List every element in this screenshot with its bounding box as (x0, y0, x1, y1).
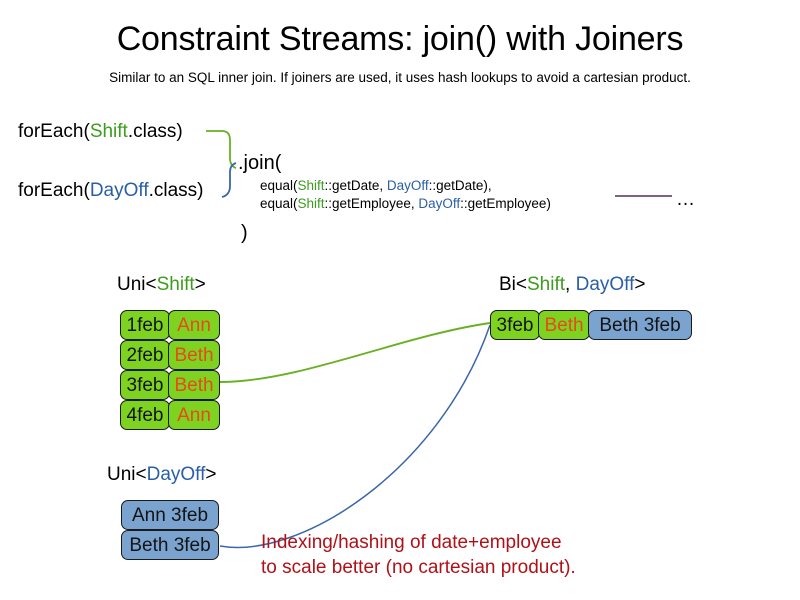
connector-dayoff-to-join (221, 162, 237, 198)
joiner-employee-call: equal( (260, 196, 298, 211)
bi-shift-employee-cell: Beth (538, 310, 590, 340)
bi-label-suffix: > (634, 274, 646, 295)
label-uni-shift: Uni<Shift> (117, 274, 206, 296)
shift-date-cell: 4feb (120, 400, 170, 430)
shift-employee-cell: Ann (168, 310, 220, 340)
table-row[interactable]: 4feb Ann (120, 400, 220, 430)
code-joiner-date: equal(Shift::getDate, DayOff::getDate), (260, 178, 492, 193)
table-row[interactable]: 3feb Beth (120, 370, 220, 400)
annotation-line-1: Indexing/hashing of date+employee (261, 532, 562, 553)
uni-shift-label-suffix: > (194, 274, 206, 295)
uni-dayoff-label-suffix: > (205, 464, 217, 485)
foreach-shift-type: Shift (89, 121, 128, 142)
dayoff-pair-cell: Beth 3feb (121, 530, 219, 560)
shift-date-cell: 1feb (120, 310, 170, 340)
connector-dayoff-row-to-bi (219, 324, 491, 549)
shift-employee-cell: Beth (168, 340, 220, 370)
table-row[interactable]: 1feb Ann (120, 310, 220, 340)
annotation-note: Indexing/hashing of date+employee to sca… (261, 530, 576, 581)
joiner-date-call: equal( (260, 178, 298, 193)
table-row[interactable]: Ann 3feb (121, 500, 219, 530)
shift-employee-cell: Beth (168, 370, 220, 400)
joiner-date-left-type: Shift (297, 178, 325, 193)
bi-tuple-row[interactable]: 3feb Beth Beth 3feb (490, 310, 692, 340)
bi-label-separator: , (565, 274, 576, 295)
code-foreach-shift: forEach(Shift.class) (18, 121, 183, 143)
connector-shift-row-to-bi (219, 322, 491, 383)
foreach-shift-suffix: .class) (127, 121, 183, 142)
uni-dayoff-label-prefix: Uni< (107, 464, 147, 485)
joiner-employee-right-ref: ::getEmployee) (460, 196, 551, 211)
shift-date-cell: 3feb (120, 370, 170, 400)
foreach-dayoff-suffix: .class) (148, 180, 204, 201)
foreach-dayoff-type: DayOff (89, 180, 149, 201)
bi-label-prefix: Bi< (499, 274, 527, 295)
more-joiners-ellipsis: … (676, 189, 695, 210)
foreach-shift-prefix: forEach( (18, 121, 90, 142)
bi-label-type-shift: Shift (527, 274, 566, 295)
table-row[interactable]: Beth 3feb (121, 530, 219, 560)
joiner-employee-right-type: DayOff (418, 196, 461, 211)
code-join-close: ) (241, 222, 248, 244)
joiner-employee-left-ref: ::getEmployee, (324, 196, 419, 211)
joiner-date-left-ref: ::getDate, (324, 178, 387, 193)
table-row[interactable]: 2feb Beth (120, 340, 220, 370)
foreach-dayoff-prefix: forEach( (18, 180, 90, 201)
joiner-employee-left-type: Shift (297, 196, 325, 211)
uni-shift-tuple-list: 1feb Ann 2feb Beth 3feb Beth 4feb Ann (120, 310, 220, 430)
uni-shift-label-prefix: Uni< (117, 274, 157, 295)
uni-dayoff-label-type: DayOff (146, 464, 206, 485)
joiner-date-right-ref: ::getDate), (428, 178, 492, 193)
shift-employee-cell: Ann (168, 400, 220, 430)
label-bi-stream: Bi<Shift, DayOff> (499, 274, 645, 296)
bi-dayoff-pair-cell: Beth 3feb (588, 310, 692, 340)
annotation-line-2: to scale better (no cartesian product). (261, 557, 576, 579)
code-join-open: .join( (238, 152, 282, 174)
shift-date-cell: 2feb (120, 340, 170, 370)
code-joiner-employee: equal(Shift::getEmployee, DayOff::getEmp… (260, 196, 551, 211)
joiner-date-right-type: DayOff (386, 178, 429, 193)
code-foreach-dayoff: forEach(DayOff.class) (18, 180, 204, 202)
label-uni-dayoff: Uni<DayOff> (107, 464, 217, 486)
dayoff-pair-cell: Ann 3feb (121, 500, 219, 530)
connector-shift-to-join (206, 130, 237, 169)
uni-dayoff-tuple-list: Ann 3feb Beth 3feb (121, 500, 219, 560)
uni-shift-label-type: Shift (156, 274, 195, 295)
page-title: Constraint Streams: join() with Joiners (116, 20, 684, 58)
bi-label-type-dayoff: DayOff (575, 274, 635, 295)
page-subtitle: Similar to an SQL inner join. If joiners… (109, 70, 691, 85)
bi-shift-date-cell: 3feb (490, 310, 540, 340)
